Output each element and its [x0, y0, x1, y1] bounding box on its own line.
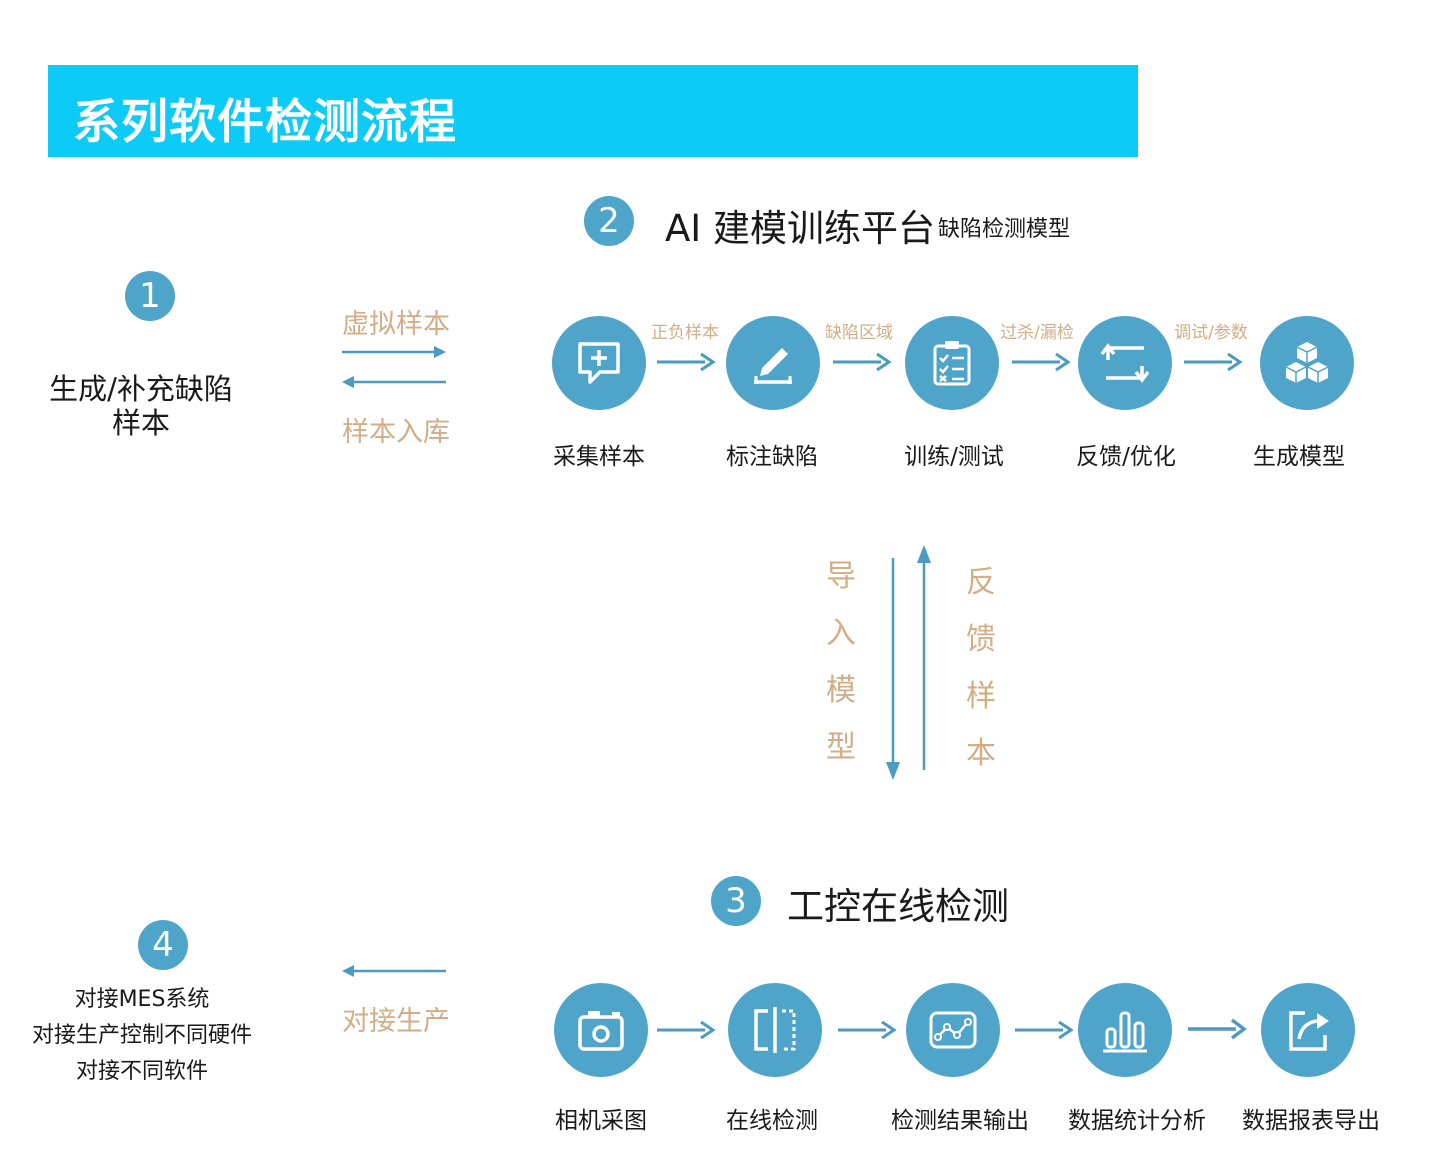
pen-annotate-icon [754, 348, 792, 384]
step-annotate-defects [726, 316, 820, 410]
vertical-right-text: 反 馈 样 本 [966, 565, 996, 771]
connector-label-1: 正负样本 [651, 323, 719, 343]
exchange1-bottom-label: 样本入库 [342, 417, 450, 448]
section4-line1: 对接MES系统 [74, 987, 210, 1012]
arrow-s2-2 [833, 352, 892, 372]
section1-label: 生成/补充缺陷 样本 [30, 372, 252, 440]
step-number-2: 2 [584, 196, 634, 246]
vertical-left-text: 导 入 模 型 [826, 559, 856, 765]
chat-plus-icon [578, 342, 620, 384]
section2-title: AI 建模训练平台 [665, 207, 935, 250]
step-label: 数据报表导出 [1242, 1108, 1380, 1134]
section2-subtitle: 缺陷检测模型 [938, 217, 1071, 242]
step-number-1: 1 [125, 271, 175, 321]
step-label: 采集样本 [553, 444, 645, 470]
step-number-3: 3 [711, 876, 761, 926]
clipboard-check-icon [933, 341, 971, 386]
step-statistics-analysis [1078, 983, 1172, 1077]
bar-chart-icon [1103, 1011, 1147, 1053]
vertical-arrows [886, 545, 931, 780]
arrow-s3-3 [1015, 1020, 1074, 1040]
step-report-export [1261, 983, 1355, 1077]
connector-label-4: 调试/参数 [1174, 323, 1248, 343]
arrow-s3-1 [657, 1020, 716, 1040]
exchange1-arrows [342, 346, 446, 388]
step-generate-model [1260, 316, 1354, 410]
camera-icon [578, 1011, 624, 1051]
section4-line2: 对接生产控制不同硬件 [31, 1023, 252, 1048]
arrow-s2-4 [1184, 352, 1243, 372]
connector-label-3: 过杀/漏检 [1000, 323, 1074, 343]
step-online-inspection [728, 983, 822, 1077]
section1-label-line1: 生成/补充缺陷 [49, 372, 233, 406]
arrow-s3-2 [838, 1020, 897, 1040]
exchange4-label: 对接生产 [342, 1006, 450, 1037]
connector-label-2: 缺陷区域 [825, 323, 893, 343]
step-feedback-optimize [1078, 316, 1172, 410]
step-label: 检测结果输出 [891, 1108, 1029, 1134]
section4-lines: 对接MES系统 对接生产控制不同硬件 对接不同软件 [16, 982, 268, 1090]
export-icon [1289, 1011, 1329, 1051]
section1-label-line2: 样本 [111, 406, 170, 440]
page-title: 系列软件检测流程 [73, 95, 457, 150]
scan-frame-icon [754, 1007, 796, 1053]
step-label: 在线检测 [726, 1108, 818, 1134]
cycle-arrows-icon [1100, 343, 1150, 383]
section3-title: 工控在线检测 [787, 885, 1009, 928]
step-label: 数据统计分析 [1068, 1108, 1206, 1134]
step-label: 反馈/优化 [1076, 444, 1176, 470]
arrow-s2-3 [1012, 352, 1071, 372]
exchange1-top-label: 虚拟样本 [342, 309, 450, 340]
step-number-4: 4 [138, 920, 188, 970]
step-label: 生成模型 [1253, 444, 1345, 470]
section4-line3: 对接不同软件 [75, 1059, 208, 1084]
title-banner: 系列软件检测流程 [48, 65, 1138, 157]
step-collect-samples [552, 316, 646, 410]
step-label: 标注缺陷 [726, 444, 818, 470]
step-label: 训练/测试 [904, 444, 1004, 470]
arrow-s3-4 [1188, 1018, 1247, 1040]
step-camera-capture [554, 983, 648, 1077]
step-train-test [905, 316, 999, 410]
cubes-icon [1285, 342, 1329, 383]
line-chart-icon [929, 1011, 977, 1049]
exchange4-arrow [342, 965, 446, 977]
arrow-s2-1 [657, 352, 716, 372]
step-label: 相机采图 [555, 1108, 647, 1134]
step-result-output [906, 983, 1000, 1077]
